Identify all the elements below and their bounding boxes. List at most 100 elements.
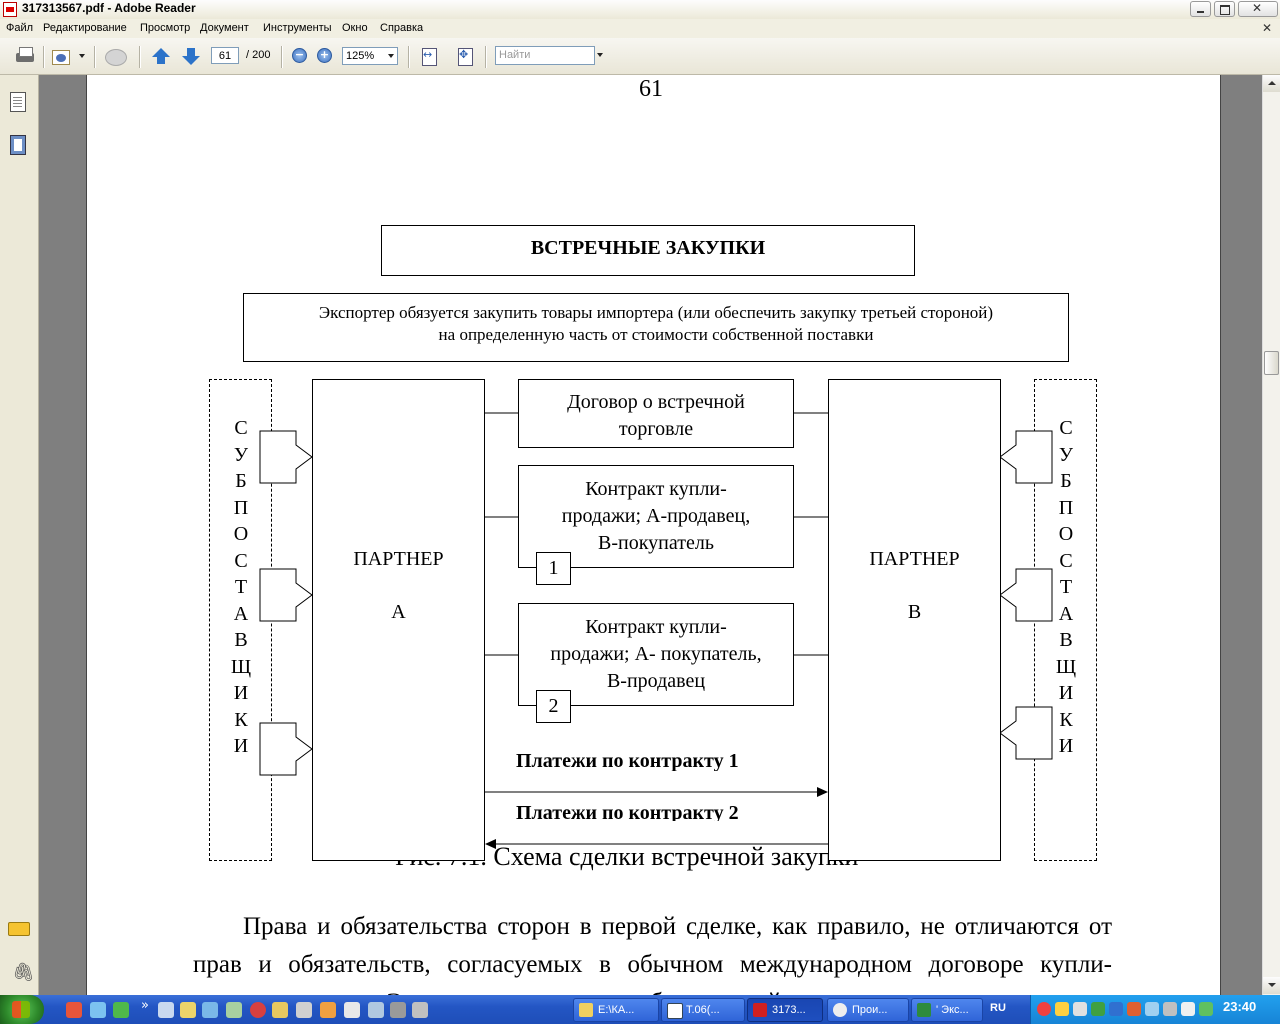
page-number-input[interactable]: 61 — [211, 47, 239, 64]
fit-page-icon[interactable] — [418, 46, 440, 66]
language-indicator[interactable]: RU — [990, 1002, 1006, 1014]
taskbar-item-adobe-reader[interactable]: 3173... — [747, 998, 823, 1022]
quick-launch-icon[interactable] — [250, 1002, 266, 1018]
find-input[interactable]: Найти — [495, 46, 595, 65]
quick-launch-icon[interactable] — [158, 1002, 174, 1018]
quick-launch-icon[interactable] — [390, 1002, 406, 1018]
block-arrow-left — [999, 568, 1053, 622]
quick-launch-icon[interactable] — [66, 1002, 82, 1018]
minimize-button[interactable] — [1190, 1, 1211, 17]
block-arrow-right — [259, 722, 313, 776]
vertical-scrollbar[interactable] — [1262, 75, 1280, 995]
find-dropdown-icon[interactable] — [597, 53, 603, 57]
quick-launch-icon[interactable] — [113, 1002, 129, 1018]
scroll-up-arrow-icon[interactable] — [1263, 75, 1280, 92]
taskbar-item-explorer[interactable]: E:\КА... — [573, 998, 659, 1022]
previous-page-icon[interactable] — [150, 46, 172, 66]
contract-2-number: 2 — [536, 690, 571, 723]
print-icon[interactable] — [14, 46, 36, 66]
partner-b-letter: В — [907, 601, 922, 623]
menu-edit[interactable]: Редактирование — [43, 22, 127, 34]
quick-launch-icon[interactable] — [202, 1002, 218, 1018]
menu-tools[interactable]: Инструменты — [263, 22, 332, 34]
quick-launch-icon[interactable] — [180, 1002, 196, 1018]
page-number: 61 — [639, 76, 663, 102]
window-title: 317313567.pdf - Adobe Reader — [22, 1, 196, 15]
toolbar-separator — [281, 46, 283, 68]
scroll-down-arrow-icon[interactable] — [1263, 977, 1280, 994]
contract-1-box: Контракт купли- продажи; А-продавец, В-п… — [518, 465, 794, 568]
tray-icon[interactable] — [1127, 1002, 1141, 1016]
navigation-panel: 🖇 — [0, 75, 39, 995]
menu-file[interactable]: Файл — [6, 22, 34, 34]
tray-icon[interactable] — [1037, 1002, 1051, 1016]
tray-icon[interactable] — [1055, 1002, 1069, 1016]
description-text: Экспортер обязуется закупить товары импо… — [318, 303, 994, 344]
folder-icon — [579, 1003, 593, 1017]
partner-b-title: ПАРТНЕР — [869, 548, 960, 570]
tray-icon[interactable] — [1091, 1002, 1105, 1016]
menu-window[interactable]: Окно — [342, 22, 368, 34]
document-icon — [667, 1003, 683, 1019]
close-document-icon[interactable]: ✕ — [1262, 21, 1273, 35]
partner-b-box: ПАРТНЕР В — [828, 379, 1001, 861]
maximize-button[interactable] — [1214, 1, 1235, 17]
menu-help[interactable]: Справка — [380, 22, 424, 34]
payment-label-1: Платежи по контракту 1 — [516, 750, 739, 771]
email-icon[interactable] — [50, 46, 72, 66]
paperclip-icon[interactable]: 🖇 — [12, 962, 35, 983]
scroll-thumb[interactable] — [1264, 351, 1279, 375]
tray-icon[interactable] — [1145, 1002, 1159, 1016]
diagram-title: ВСТРЕЧНЫЕ ЗАКУПКИ — [530, 237, 766, 259]
taskbar-item-excel[interactable]: ' Экс... — [911, 998, 983, 1022]
toolbar-separator — [94, 46, 96, 68]
partner-a-box: ПАРТНЕР А — [312, 379, 485, 861]
taskbar-item-word[interactable]: Т.06(... — [661, 998, 745, 1022]
comments-icon[interactable] — [8, 922, 30, 936]
pdf-app-icon — [3, 2, 17, 17]
zoom-select[interactable]: 125% — [342, 47, 398, 65]
taskbar: » E:\КА... Т.06(... 3173... Прои... ' Эк… — [0, 995, 1280, 1024]
tray-icon[interactable] — [1199, 1002, 1213, 1016]
spreadsheet-icon — [917, 1003, 931, 1017]
quick-launch-icon[interactable] — [90, 1002, 106, 1018]
start-button[interactable] — [0, 995, 44, 1024]
payment-label-2: Платежи по контракту 2 — [516, 802, 739, 821]
taskbar-item-player[interactable]: Прои... — [827, 998, 909, 1022]
toolbar-separator — [408, 46, 410, 68]
network-icon[interactable] — [1163, 1002, 1177, 1016]
arrowhead-left — [485, 839, 496, 849]
player-icon — [833, 1003, 847, 1017]
clock: 23:40 — [1223, 999, 1257, 1014]
close-window-button[interactable] — [1238, 1, 1278, 17]
pdf-icon — [753, 1003, 767, 1017]
body-paragraph: Права и обязательства сторон в первой сд… — [193, 913, 1112, 1016]
bookmarks-icon[interactable] — [10, 135, 26, 155]
volume-icon[interactable] — [1181, 1002, 1195, 1016]
menu-document[interactable]: Документ — [200, 22, 249, 34]
next-page-icon[interactable] — [180, 46, 202, 66]
tray-icon[interactable] — [1073, 1002, 1087, 1016]
zoom-in-icon[interactable]: + — [317, 48, 332, 63]
quick-launch-icon[interactable] — [272, 1002, 288, 1018]
contract-2-box: Контракт купли- продажи; А- покупатель, … — [518, 603, 794, 706]
quick-launch-icon[interactable] — [368, 1002, 384, 1018]
chevron-right-icon[interactable]: » — [141, 998, 149, 1013]
quick-launch-icon[interactable] — [320, 1002, 336, 1018]
zoom-out-icon[interactable]: − — [292, 48, 307, 63]
contract-1-number: 1 — [536, 552, 571, 585]
tray-icon[interactable] — [1109, 1002, 1123, 1016]
quick-launch-icon[interactable] — [296, 1002, 312, 1018]
fit-width-icon[interactable] — [454, 46, 476, 66]
block-arrow-right — [259, 568, 313, 622]
title-bar: 317313567.pdf - Adobe Reader — [0, 0, 1280, 20]
comment-icon[interactable] — [104, 46, 127, 66]
chevron-down-icon[interactable] — [79, 54, 85, 58]
pages-icon[interactable] — [10, 92, 26, 112]
quick-launch-icon[interactable] — [344, 1002, 360, 1018]
quick-launch-icon[interactable] — [412, 1002, 428, 1018]
quick-launch-icon[interactable] — [226, 1002, 242, 1018]
diagram-title-box: ВСТРЕЧНЫЕ ЗАКУПКИ — [381, 225, 915, 276]
menu-view[interactable]: Просмотр — [140, 22, 191, 34]
